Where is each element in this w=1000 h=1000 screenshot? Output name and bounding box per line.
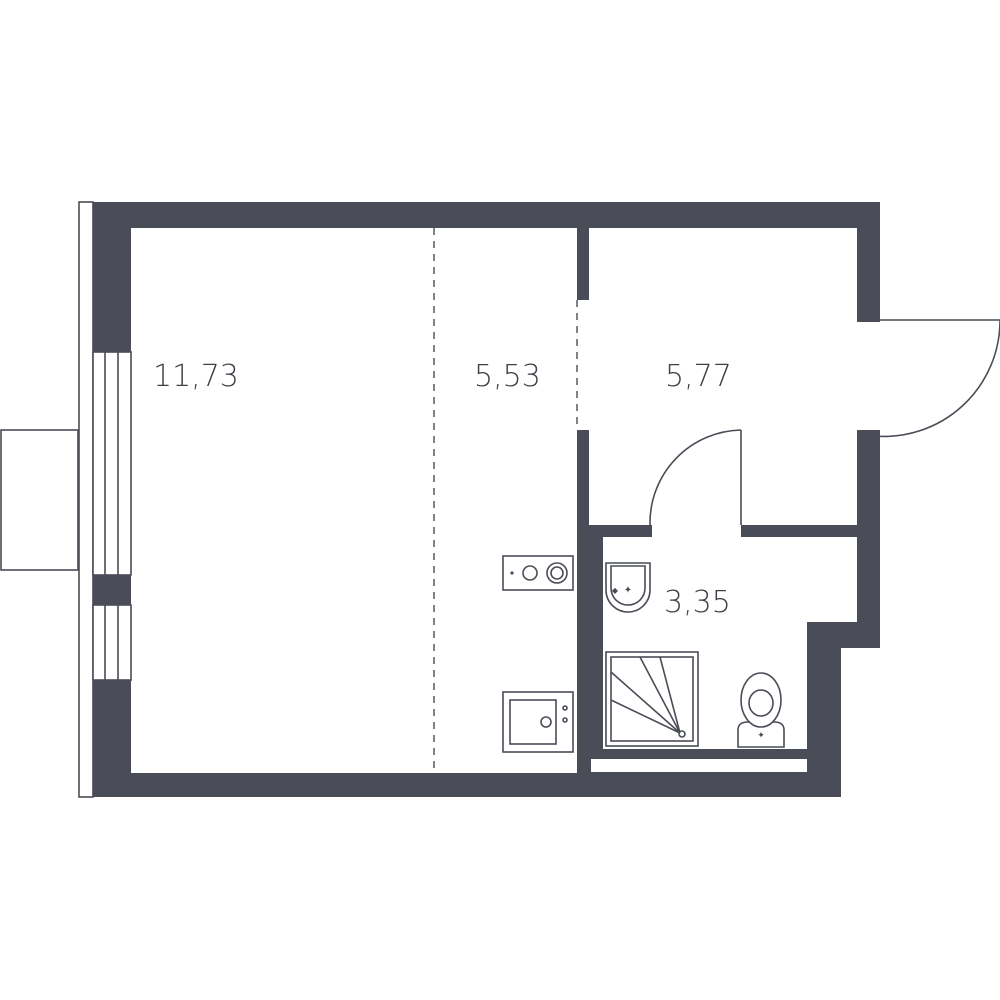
bathroom-door — [649, 429, 742, 526]
svg-text:◆: ◆ — [612, 586, 619, 595]
window-left-1 — [92, 351, 132, 576]
exterior-walls — [93, 202, 880, 797]
facade-strip — [78, 201, 94, 798]
stove-icon — [502, 555, 574, 591]
window-left-2 — [92, 604, 132, 681]
room-area-bathroom: 3,35 — [664, 585, 731, 620]
toilet-icon: ✦ — [737, 672, 785, 748]
entrance-door — [873, 319, 1000, 438]
room-area-living: 11,73 — [153, 359, 239, 394]
svg-text:✦: ✦ — [757, 731, 765, 741]
svg-text:✦: ✦ — [624, 585, 632, 596]
shower-tray-icon — [605, 651, 699, 747]
bathroom-sill — [591, 759, 807, 773]
balcony — [0, 429, 79, 571]
interior-walls — [577, 228, 857, 773]
washbasin-icon: ✦ ◆ — [605, 562, 651, 613]
room-area-hallway: 5,77 — [665, 359, 732, 394]
room-area-kitchen: 5,53 — [474, 359, 541, 394]
sink-icon — [502, 691, 574, 753]
